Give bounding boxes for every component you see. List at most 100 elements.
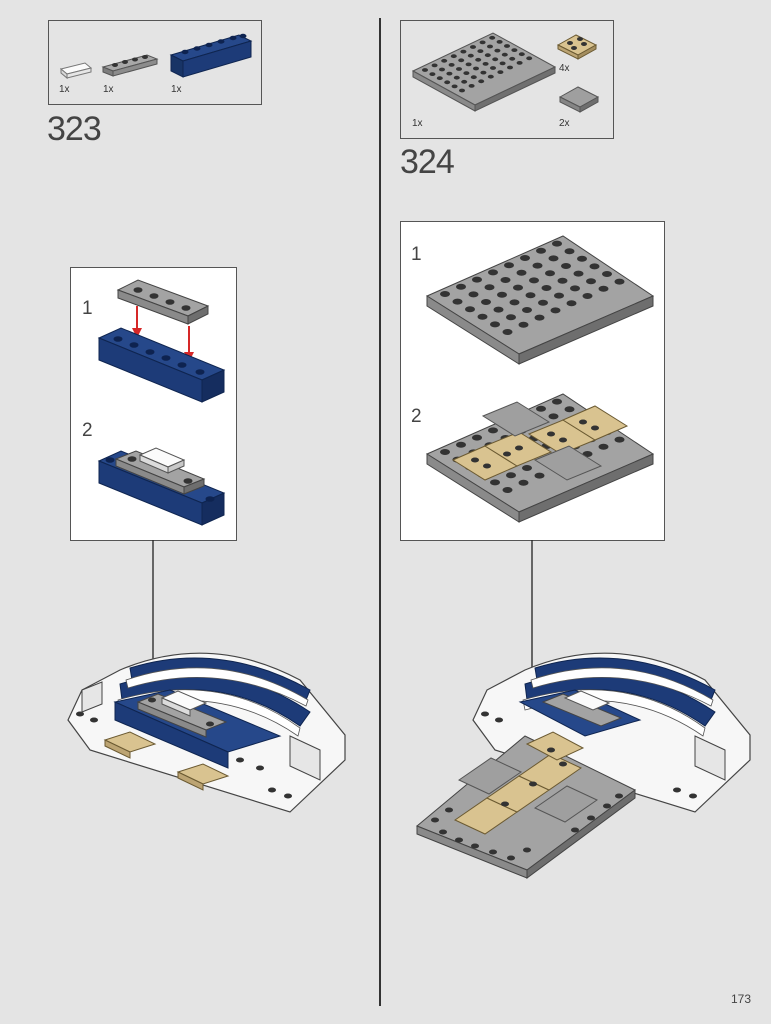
stud (554, 292, 564, 299)
stud (489, 35, 496, 40)
stud (468, 84, 475, 88)
stud (490, 321, 500, 328)
part-qty: 1x (59, 84, 70, 95)
stud (422, 68, 428, 72)
part-qty: 2x (559, 118, 570, 129)
stud (451, 84, 458, 89)
stud (548, 413, 559, 420)
gray-plate-1x4-icon (101, 54, 159, 77)
stud (497, 70, 504, 74)
stud (561, 263, 571, 269)
stud (552, 240, 562, 247)
blue-brick-1x6-icon (169, 33, 253, 78)
stud (452, 298, 463, 305)
parts-callout-323: 1x 1x 1x (48, 20, 262, 105)
stud (536, 247, 546, 254)
stud (463, 71, 470, 75)
stud (552, 398, 562, 405)
stud (501, 52, 508, 57)
substep-number: 1 (82, 298, 93, 319)
stud (472, 434, 482, 441)
stud (526, 56, 533, 61)
stud (502, 329, 513, 335)
stud (509, 299, 520, 306)
stud (470, 45, 476, 49)
tan-plate-2x2-icon (556, 34, 598, 60)
stud (488, 269, 498, 276)
stud (480, 70, 487, 75)
stud (431, 63, 438, 68)
stud (507, 65, 513, 70)
stud (614, 436, 625, 443)
model-323-illustration (67, 652, 346, 813)
stud (429, 72, 436, 76)
stud (504, 44, 510, 48)
stud (479, 40, 486, 45)
part-qty: 4x (559, 63, 570, 74)
stud (506, 472, 516, 479)
stud (439, 67, 445, 72)
part-qty: 1x (412, 118, 423, 129)
stud (460, 49, 467, 54)
gray-plate-6x8-icon (411, 32, 557, 112)
stud (548, 255, 559, 262)
stud (484, 284, 495, 291)
parts-callout-324: 1x 4x 2x (400, 20, 614, 139)
stud (441, 58, 448, 63)
stud (490, 479, 500, 486)
stud (458, 58, 465, 63)
stud (444, 80, 451, 85)
substep-number: 1 (411, 244, 422, 265)
stud (467, 53, 474, 58)
stud (481, 299, 491, 305)
part-qty: 1x (171, 84, 182, 95)
substep-2-plate-illustration (425, 393, 655, 523)
stud (448, 63, 455, 67)
stud (446, 71, 453, 76)
stud (440, 449, 450, 455)
substep-1-illustration (97, 279, 226, 403)
stud (494, 48, 501, 53)
stud (532, 262, 543, 269)
substep-number: 2 (82, 420, 93, 441)
subassembly-box-323: 1 2 (70, 267, 237, 541)
page-divider (379, 18, 381, 1006)
stud (456, 283, 466, 290)
substep-1-plate-illustration (425, 235, 655, 365)
stud (456, 441, 466, 448)
stud (482, 62, 489, 66)
stud (496, 40, 503, 44)
stud (465, 62, 472, 67)
stud (440, 291, 450, 297)
stud (516, 61, 523, 65)
stud (520, 255, 530, 261)
page-number: 173 (730, 992, 751, 1006)
stud (487, 74, 494, 79)
stud (477, 313, 488, 320)
stud (468, 291, 479, 298)
substep-2-illustration (97, 447, 226, 526)
stud (586, 278, 596, 285)
stud (582, 293, 593, 299)
stud (492, 57, 499, 62)
stud (536, 405, 546, 412)
stud (577, 255, 587, 262)
stud (550, 307, 561, 314)
stud (472, 276, 482, 283)
stud (470, 75, 477, 80)
stud (522, 465, 532, 471)
step-number-323: 323 (47, 110, 102, 148)
stud (516, 269, 527, 276)
stud (477, 49, 484, 53)
stud (484, 53, 491, 58)
stud (513, 284, 523, 291)
stud (461, 79, 468, 84)
model-324-illustration (416, 652, 751, 879)
stud (487, 44, 493, 49)
stud (570, 285, 580, 292)
stud (525, 292, 536, 299)
stud (614, 278, 625, 285)
stud (564, 406, 575, 413)
stud (453, 75, 460, 80)
stud (473, 66, 479, 71)
